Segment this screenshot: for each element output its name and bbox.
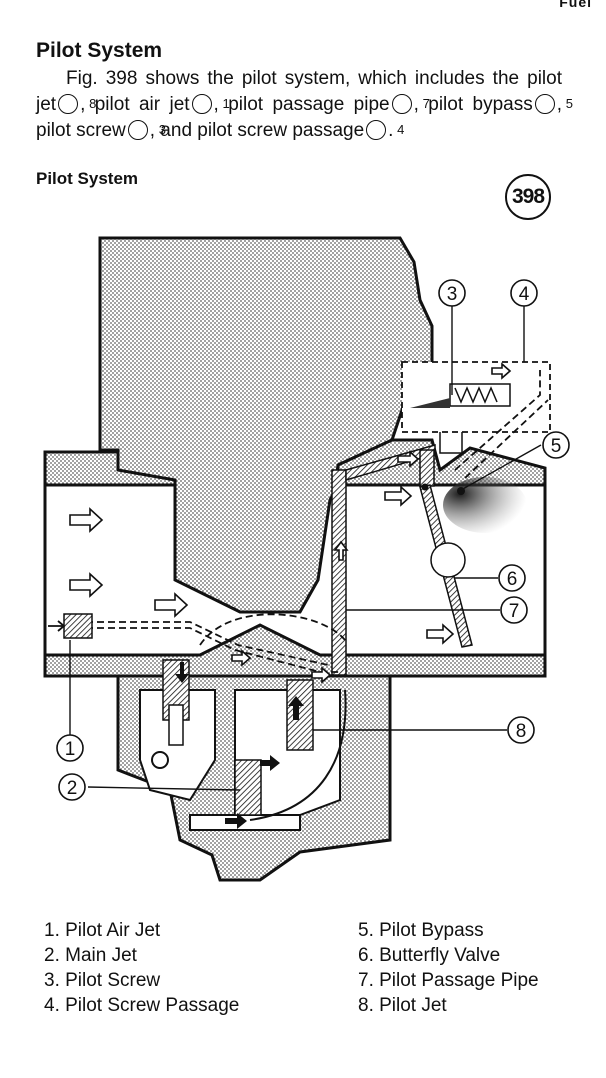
pilot-screw-needle — [410, 398, 450, 408]
figure-title: Pilot System — [36, 169, 139, 188]
legend-item: 6. Butterfly Valve — [358, 945, 501, 966]
legend-item: 4. Pilot Screw Passage — [44, 995, 240, 1016]
pilot-flow-path — [464, 399, 549, 479]
legend-item: 1. Pilot Air Jet — [44, 920, 161, 941]
airflow-arrow — [426, 623, 455, 645]
pilot-flow-path — [75, 621, 329, 666]
leader-2 — [87, 786, 241, 791]
callout-8-label: 8 — [516, 721, 527, 742]
airflow-arrow — [69, 572, 104, 598]
callout-1 — [56, 734, 84, 762]
legend-item: 7. Pilot Passage Pipe — [358, 970, 539, 991]
callout-7-label: 7 — [509, 601, 520, 622]
legend-right-column: 5. Pilot Bypass 6. Butterfly Valve 7. Pi… — [358, 918, 539, 1018]
ref-number-3: 3 — [127, 120, 166, 140]
intro-paragraph: Fig. 398 shows the pilot system, which i… — [36, 66, 573, 144]
figure-number-badge: 398 — [505, 174, 551, 220]
bypass-fuel-spray — [443, 477, 527, 533]
pilot-passage-pipe — [331, 469, 347, 676]
main-jet-lower — [234, 759, 262, 816]
callout-8 — [507, 716, 535, 744]
callout-6-label: 6 — [507, 569, 518, 590]
pilot-flow-path — [454, 370, 541, 471]
callout-5-label: 5 — [551, 436, 562, 457]
airflow-arrow — [154, 592, 189, 618]
legend-item: 8. Pilot Jet — [358, 995, 447, 1016]
callout-2 — [58, 773, 86, 801]
intro-text: , pilot screw — [36, 94, 562, 141]
callout-7 — [500, 596, 528, 624]
airflow-arrow — [311, 666, 332, 684]
ref-number-7: 7 — [391, 94, 430, 114]
page-header-mark: Fuel — [559, 0, 592, 10]
air-inlet-arrow — [48, 620, 66, 632]
bypass-outlet — [421, 483, 429, 491]
callout-5 — [542, 431, 570, 459]
airflow-arrow — [231, 649, 252, 667]
fuel-arrow — [260, 755, 280, 771]
butterfly-valve-shaft — [430, 542, 466, 578]
float-arc — [249, 689, 347, 821]
fuel-arrow — [225, 813, 247, 829]
airflow-arrows — [69, 362, 512, 684]
legend-item: 5. Pilot Bypass — [358, 920, 484, 941]
intro-text: , pilot bypass — [413, 94, 533, 115]
legend-left-column: 1. Pilot Air Jet 2. Main Jet 3. Pilot Sc… — [44, 918, 239, 1018]
callouts — [56, 279, 570, 801]
callout-leaders — [69, 306, 542, 791]
leader-5 — [460, 444, 542, 491]
airflow-arrow — [333, 540, 349, 561]
callout-4 — [510, 279, 538, 307]
fuel-arrows — [175, 662, 304, 829]
callout-6 — [498, 564, 526, 592]
fuel-arrow — [175, 662, 189, 683]
pilot-bypass-tube — [419, 449, 435, 487]
ref-number-8: 8 — [58, 94, 96, 114]
legend-item: 2. Main Jet — [44, 945, 137, 966]
pilot-flow-path — [199, 613, 346, 646]
callout-3 — [438, 279, 466, 307]
intro-text: , pilot passage pipe — [213, 94, 390, 115]
airflow-arrow — [69, 507, 104, 533]
intro-text: , pilot air jet — [80, 94, 190, 115]
float-pivot — [151, 751, 169, 769]
main-jet-body — [168, 704, 184, 746]
intro-text: . — [388, 120, 394, 141]
airflow-arrow — [384, 485, 413, 507]
callout-4-label: 4 — [519, 284, 530, 305]
pilot-jet-body — [286, 679, 314, 751]
airflow-arrow — [491, 362, 512, 380]
pilot-air-jet — [63, 613, 93, 639]
section-title: Pilot System — [36, 39, 163, 62]
ref-number-5: 5 — [534, 94, 573, 114]
intro-text: Fig. 398 shows the pilot system, which i… — [36, 68, 562, 115]
airflow-arrow — [397, 450, 420, 468]
ref-number-4: 4 — [366, 120, 404, 140]
pilot-screw-spring — [454, 386, 498, 404]
ref-number-1: 1 — [191, 94, 230, 114]
callout-3-label: 3 — [447, 284, 458, 305]
fuel-arrow — [288, 696, 304, 720]
intro-text: , and pilot screw passage — [149, 120, 365, 141]
callout-2-label: 2 — [67, 778, 78, 799]
pilot-screw — [449, 383, 511, 407]
callout-1-label: 1 — [65, 739, 76, 760]
legend-item: 3. Pilot Screw — [44, 970, 161, 991]
